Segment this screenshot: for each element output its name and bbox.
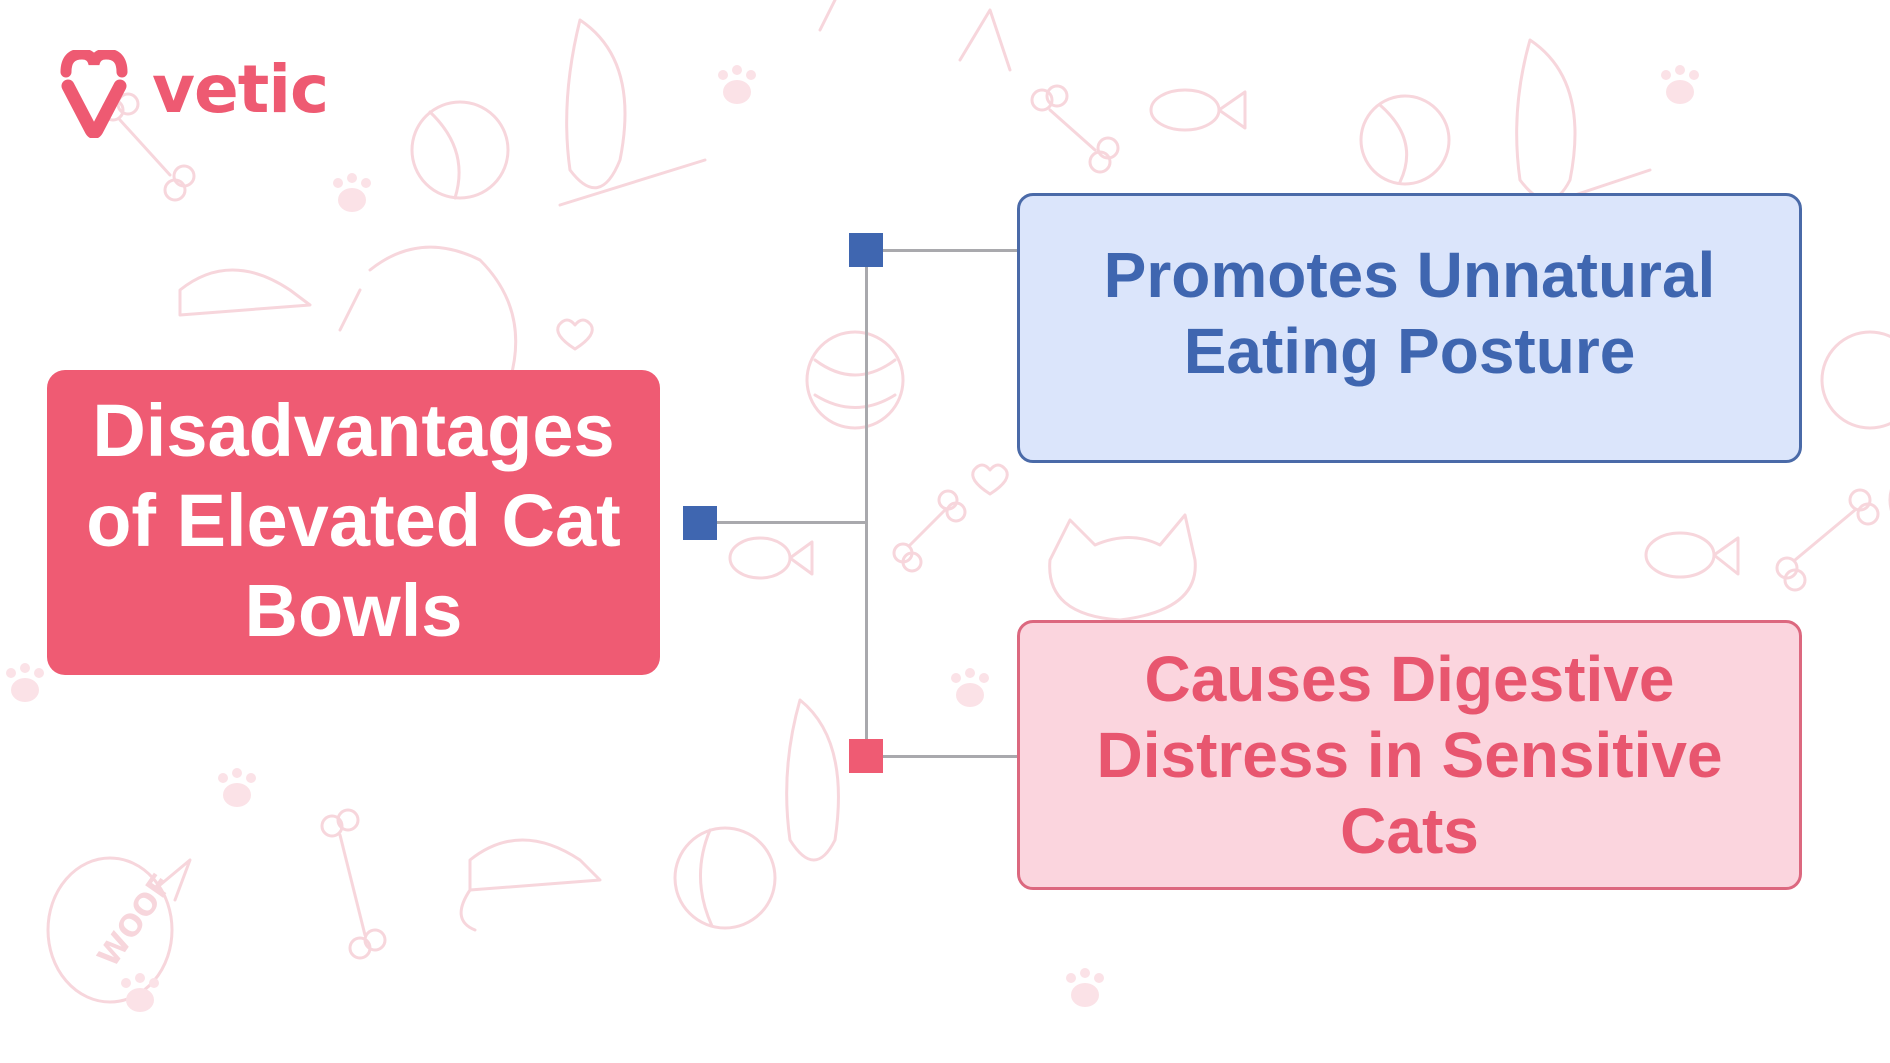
yarn-icon: [805, 330, 905, 430]
ball-icon: [1359, 94, 1451, 186]
connector-child-2-horizontal: [882, 755, 1018, 758]
cat-icon: [1048, 513, 1197, 622]
fish-icon: [1644, 531, 1740, 579]
bird-icon: [785, 698, 840, 862]
ball-icon: [673, 826, 777, 930]
paw-icon: [6, 65, 1699, 1012]
child-2-connector-handle: [849, 739, 883, 773]
yarn-icon: [1820, 330, 1890, 430]
connector-child-1-horizontal: [882, 249, 1018, 252]
child-node-unnatural-posture: Promotes Unnatural Eating Posture: [1017, 193, 1802, 463]
bird-icon: [1513, 38, 1652, 217]
dog-icon: [338, 245, 518, 382]
mouse-toy-icon: [178, 268, 312, 317]
bone-icon: [320, 808, 387, 960]
child-1-connector-handle: [849, 233, 883, 267]
heart-icon: [556, 318, 594, 351]
mouse-toy-icon: [459, 838, 602, 932]
connector-vertical-trunk: [865, 249, 868, 756]
child-node-label: Causes Digestive Distress in Sensitive C…: [1096, 643, 1723, 867]
bird-icon: [558, 18, 707, 207]
bone-icon: [1775, 488, 1880, 592]
fish-icon: [1149, 88, 1247, 132]
root-node: Disadvantages of Elevated Cat Bowls: [47, 370, 660, 675]
connector-root-horizontal: [717, 521, 867, 524]
brand-logo: vetic: [58, 50, 329, 138]
bone-icon: [1030, 84, 1120, 174]
fish-icon: [728, 536, 814, 580]
child-node-label: Promotes Unnatural Eating Posture: [1103, 239, 1716, 387]
cat-icon: [818, 0, 1012, 72]
ball-icon: [410, 100, 510, 200]
child-node-digestive-distress: Causes Digestive Distress in Sensitive C…: [1017, 620, 1802, 890]
root-node-label: Disadvantages of Elevated Cat Bowls: [86, 388, 621, 652]
brand-name: vetic: [152, 51, 329, 128]
woof-bubble-icon: WOOF: [46, 856, 192, 1004]
heart-v-logo-icon: [60, 50, 128, 138]
root-connector-handle: [683, 506, 717, 540]
heart-icon: [971, 463, 1009, 496]
bone-icon: [892, 489, 967, 573]
